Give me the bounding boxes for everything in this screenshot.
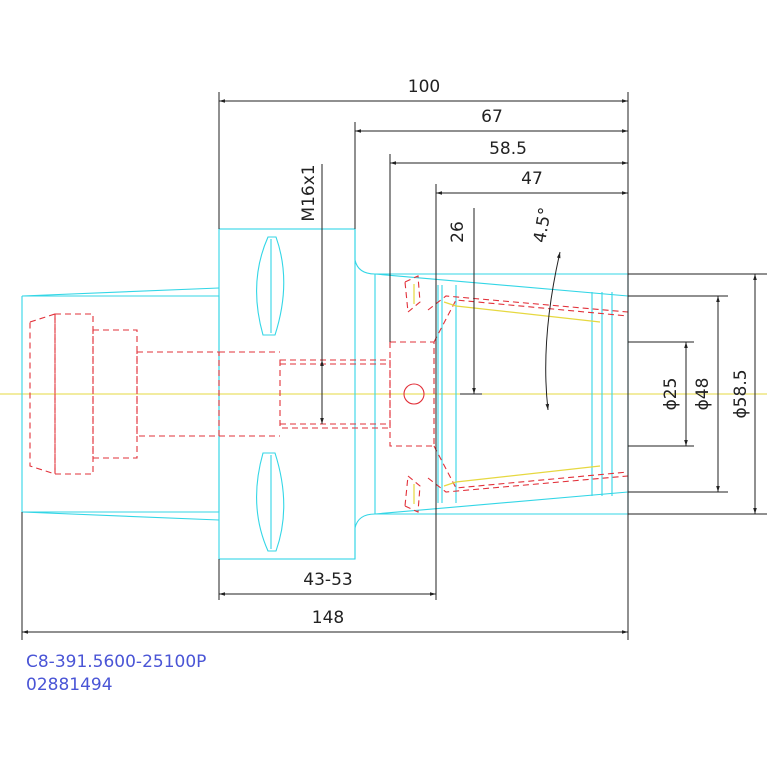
dim-dia-48: ϕ48	[693, 378, 713, 411]
dim-26: 26	[448, 221, 468, 243]
hidden-lines	[29, 275, 629, 513]
dim-47: 47	[521, 169, 543, 189]
coolant-hole	[403, 383, 425, 405]
dim-thread-m16x1: M16x1	[299, 164, 319, 221]
dim-58-5: 58.5	[489, 139, 527, 159]
dim-dia-58-5: ϕ58.5	[731, 369, 751, 418]
dim-dia-25: ϕ25	[661, 378, 681, 411]
dim-148: 148	[312, 608, 344, 628]
dim-43-53: 43-53	[303, 570, 352, 590]
dim-67: 67	[481, 107, 503, 127]
dimension-lines	[21, 92, 767, 640]
dim-100: 100	[408, 77, 440, 97]
part-number: 02881494	[26, 675, 113, 695]
dim-angle: 4.5°	[530, 206, 556, 244]
part-code: C8-391.5600-25100P	[26, 652, 206, 672]
